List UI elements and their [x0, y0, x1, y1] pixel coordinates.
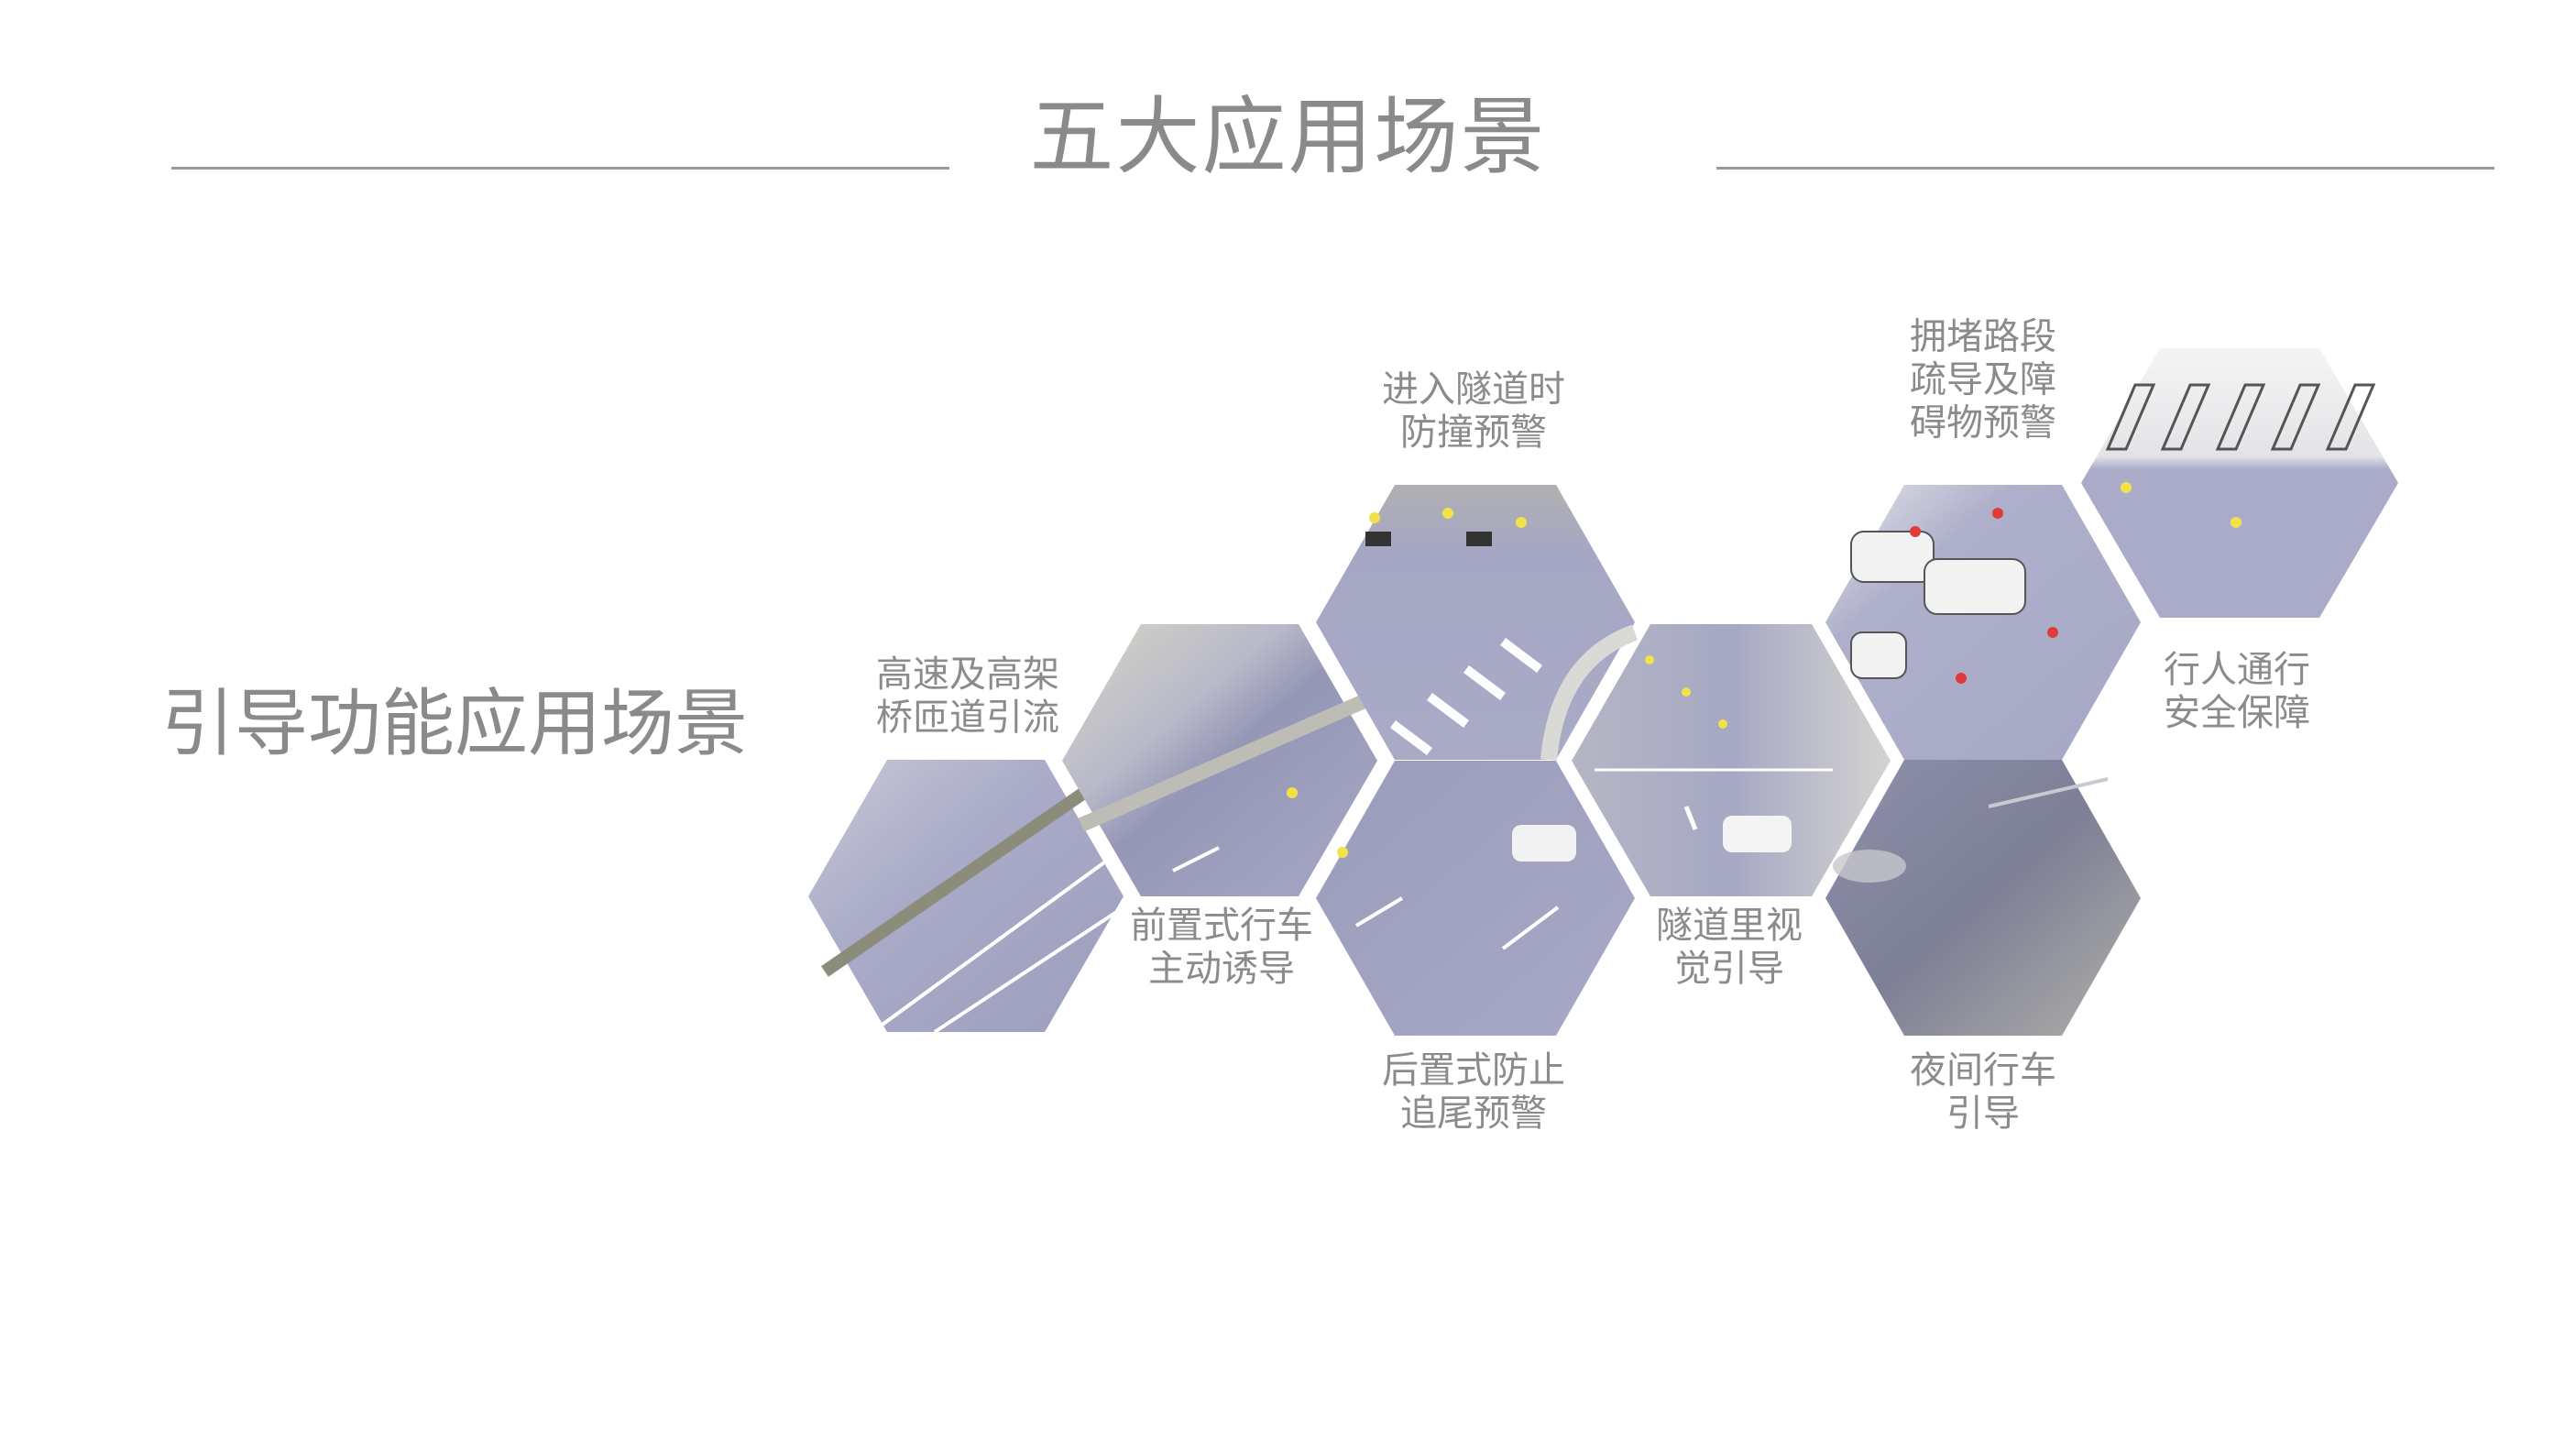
scenario-label-ramp-diversion: 高速及高架桥匝道引流	[876, 653, 1059, 740]
label-line: 防撞预警	[1400, 412, 1547, 454]
scenario-label-rear-warning: 后置式防止追尾预警	[1382, 1049, 1565, 1136]
title-divider-left	[171, 167, 949, 170]
label-line: 进入隧道时	[1382, 368, 1565, 411]
scenario-label-tunnel-visual: 隧道里视觉引导	[1656, 905, 1803, 991]
label-line: 拥堵路段	[1910, 315, 2056, 358]
hex-tunnel-visual-guidance	[1572, 624, 1891, 896]
label-line: 前置式行车	[1130, 905, 1313, 947]
hex-tunnel-entry-warning	[1316, 485, 1639, 761]
label-line: 行人通行	[2164, 649, 2310, 691]
section-heading: 引导功能应用场景	[161, 681, 748, 766]
label-line: 桥匝道引流	[876, 697, 1059, 739]
hex-front-guidance	[1062, 624, 1378, 896]
scenario-label-night: 夜间行车引导	[1910, 1049, 2056, 1136]
label-line: 高速及高架	[876, 653, 1059, 696]
scenario-label-tunnel-entry: 进入隧道时防撞预警	[1382, 368, 1565, 455]
label-line: 主动诱导	[1148, 948, 1295, 990]
hex-night-guidance	[1825, 760, 2141, 1036]
label-line: 夜间行车	[1910, 1049, 2056, 1092]
scenario-label-congestion: 拥堵路段疏导及障碍物预警	[1910, 316, 2056, 445]
hex-ramp-diversion	[808, 760, 1125, 1034]
label-line: 隧道里视	[1656, 905, 1803, 947]
label-line: 安全保障	[2164, 692, 2310, 734]
page-title: 五大应用场景	[1029, 88, 1547, 186]
scenario-label-pedestrian: 行人通行安全保障	[2164, 649, 2310, 735]
label-line: 碍物预警	[1910, 401, 2056, 445]
hex-pedestrian-safety	[2081, 348, 2398, 618]
label-line: 引导	[1946, 1092, 2020, 1135]
label-line: 疏导及障	[1910, 358, 2056, 401]
title-divider-right	[1716, 167, 2494, 170]
label-line: 觉引导	[1674, 948, 1784, 990]
hex-congestion-obstacle-warning	[1825, 485, 2141, 760]
label-line: 后置式防止	[1382, 1049, 1565, 1092]
scenario-label-front-guidance: 前置式行车主动诱导	[1130, 905, 1313, 991]
label-line: 追尾预警	[1400, 1092, 1547, 1135]
hex-rear-collision-warning	[1316, 761, 1635, 1036]
